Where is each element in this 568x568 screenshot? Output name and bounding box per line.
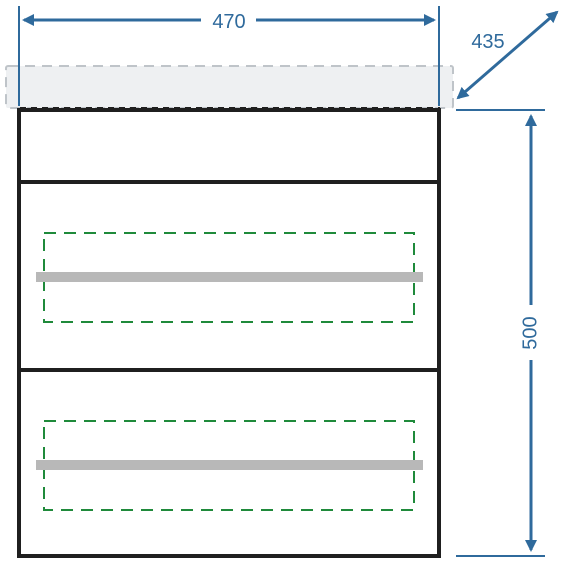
height-label: 500 bbox=[519, 316, 541, 349]
middle-drawer-handle bbox=[36, 272, 423, 282]
bottom-drawer-inner-box bbox=[43, 420, 415, 511]
top-drawer bbox=[17, 108, 441, 184]
height-dimension: 500 bbox=[456, 109, 545, 557]
depth-dimension: 435 bbox=[456, 10, 559, 100]
cabinet-frame bbox=[17, 108, 441, 558]
depth-label: 435 bbox=[471, 31, 504, 53]
bottom-drawer-handle bbox=[36, 460, 423, 470]
middle-drawer-inner-box bbox=[43, 232, 415, 323]
countertop bbox=[5, 65, 454, 109]
width-label: 470 bbox=[212, 11, 245, 33]
width-dimension: 470 bbox=[18, 6, 440, 106]
